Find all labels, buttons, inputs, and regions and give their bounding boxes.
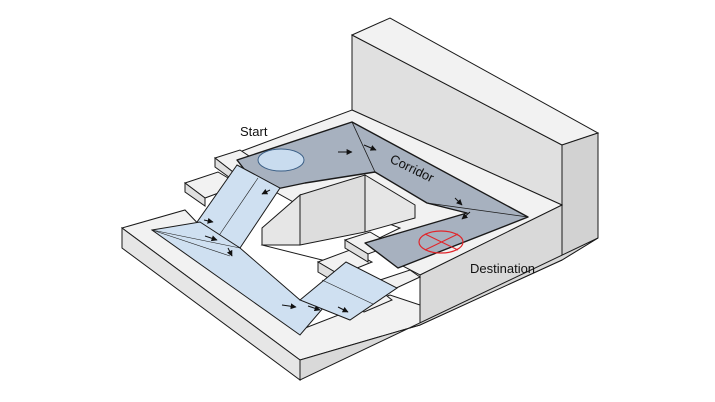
left-step-1-riser (184, 182, 206, 207)
path-arrow (281, 303, 297, 310)
start-label: Start (240, 124, 268, 139)
right-ramp-surface (299, 261, 398, 321)
corridor-fold-line (351, 121, 376, 173)
right-step-2-riser (344, 239, 369, 263)
right-ramp (299, 261, 398, 321)
path-arrow (461, 211, 471, 220)
corridor-fold-line (426, 202, 468, 214)
path-arrow (454, 197, 463, 206)
path-arrow (203, 217, 214, 224)
path-arrow (337, 306, 349, 313)
path-arrow (261, 188, 271, 195)
upper-corridor (236, 121, 529, 269)
start-marker (257, 148, 305, 172)
left-stairs (183, 149, 260, 207)
base-platform-right-face (299, 237, 599, 381)
path-arrow (363, 144, 377, 151)
destination-marker (418, 230, 464, 254)
path-arrows (203, 144, 471, 313)
corridor-fold-line (426, 202, 529, 218)
right-ramp-fold-line (321, 279, 374, 305)
path-arrow (226, 247, 233, 257)
lower-landing (150, 221, 332, 336)
destination-circle (418, 230, 464, 254)
back-wall (350, 17, 600, 261)
landing-fold-line (151, 229, 241, 249)
courtyard-inner-wall-right (364, 174, 416, 233)
destination-label: Destination (470, 261, 535, 276)
path-arrow (307, 305, 321, 312)
left-ramp-fold-line (217, 177, 259, 238)
path-arrow (204, 235, 218, 242)
courtyard (260, 174, 416, 263)
destination-cross (424, 233, 459, 251)
landing-fold-line (151, 229, 231, 257)
